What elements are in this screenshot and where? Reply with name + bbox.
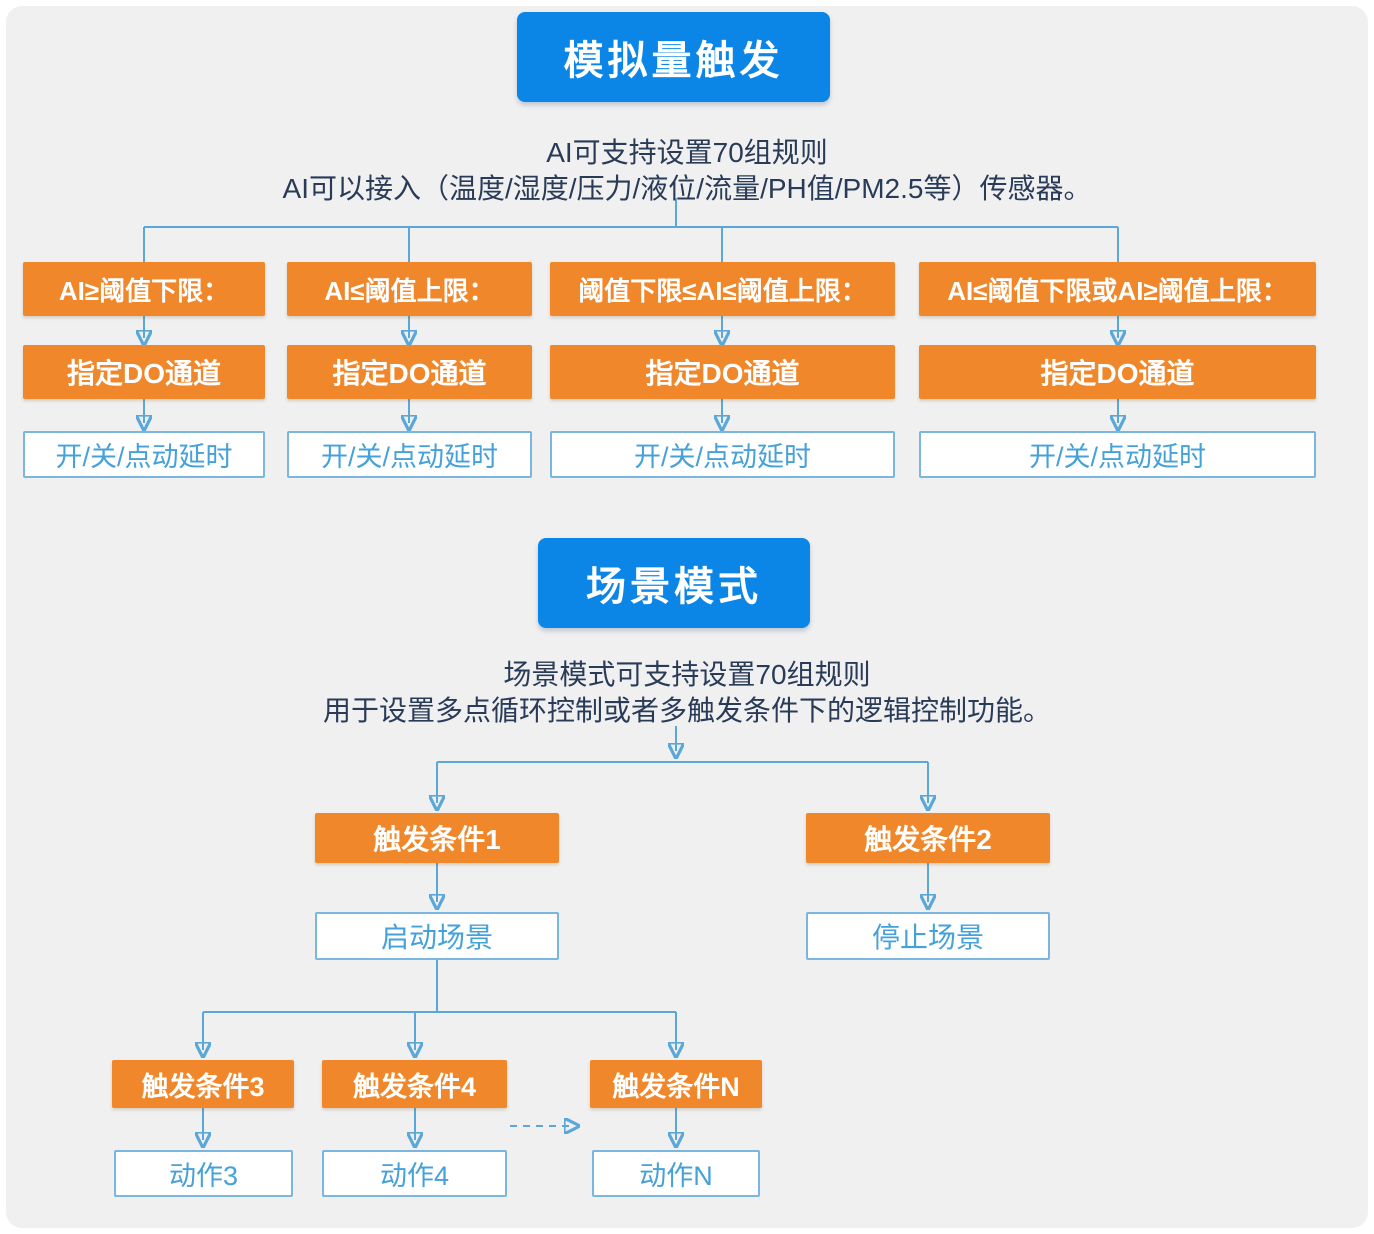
trigger-condition-n-box: 触发条件N (590, 1060, 762, 1108)
do-channel-box-4: 指定DO通道 (919, 345, 1316, 399)
trigger-condition-4-box: 触发条件4 (322, 1060, 507, 1108)
action-3-box: 动作3 (114, 1150, 293, 1197)
analog-section-wires (144, 198, 1118, 423)
trigger-condition-3-box: 触发条件3 (112, 1060, 294, 1108)
do-channel-box-3: 指定DO通道 (550, 345, 895, 399)
action-n-box: 动作N (592, 1150, 760, 1197)
delay-action-box-4: 开/关/点动延时 (919, 431, 1316, 478)
scene-section-title: 场景模式 (538, 538, 810, 628)
delay-action-box-1: 开/关/点动延时 (23, 431, 265, 478)
analog-subtitle-line1: AI可支持设置70组规则 (546, 137, 828, 168)
start-scene-box: 启动场景 (315, 912, 559, 960)
analog-subtitle-line2: AI可以接入（温度/湿度/压力/液位/流量/PH值/PM2.5等）传感器。 (282, 173, 1092, 204)
scene-subtitle-line1: 场景模式可支持设置70组规则 (503, 659, 871, 690)
delay-action-box-3: 开/关/点动延时 (550, 431, 895, 478)
delay-action-box-2: 开/关/点动延时 (287, 431, 532, 478)
scene-section-wires (203, 726, 928, 1140)
do-channel-box-2: 指定DO通道 (287, 345, 532, 399)
trigger-condition-2-box: 触发条件2 (806, 813, 1050, 863)
trigger-condition-1-box: 触发条件1 (315, 813, 559, 863)
action-4-box: 动作4 (322, 1150, 507, 1197)
condition-box-4: AI≤阈值下限或AI≥阈值上限： (919, 262, 1316, 316)
condition-box-2: AI≤阈值上限： (287, 262, 532, 316)
analog-section-title: 模拟量触发 (517, 12, 830, 102)
condition-box-1: AI≥阈值下限： (23, 262, 265, 316)
scene-subtitle-line2: 用于设置多点循环控制或者多触发条件下的逻辑控制功能。 (322, 695, 1051, 726)
condition-box-3: 阈值下限≤AI≤阈值上限： (550, 262, 895, 316)
stop-scene-box: 停止场景 (806, 912, 1050, 960)
do-channel-box-1: 指定DO通道 (23, 345, 265, 399)
